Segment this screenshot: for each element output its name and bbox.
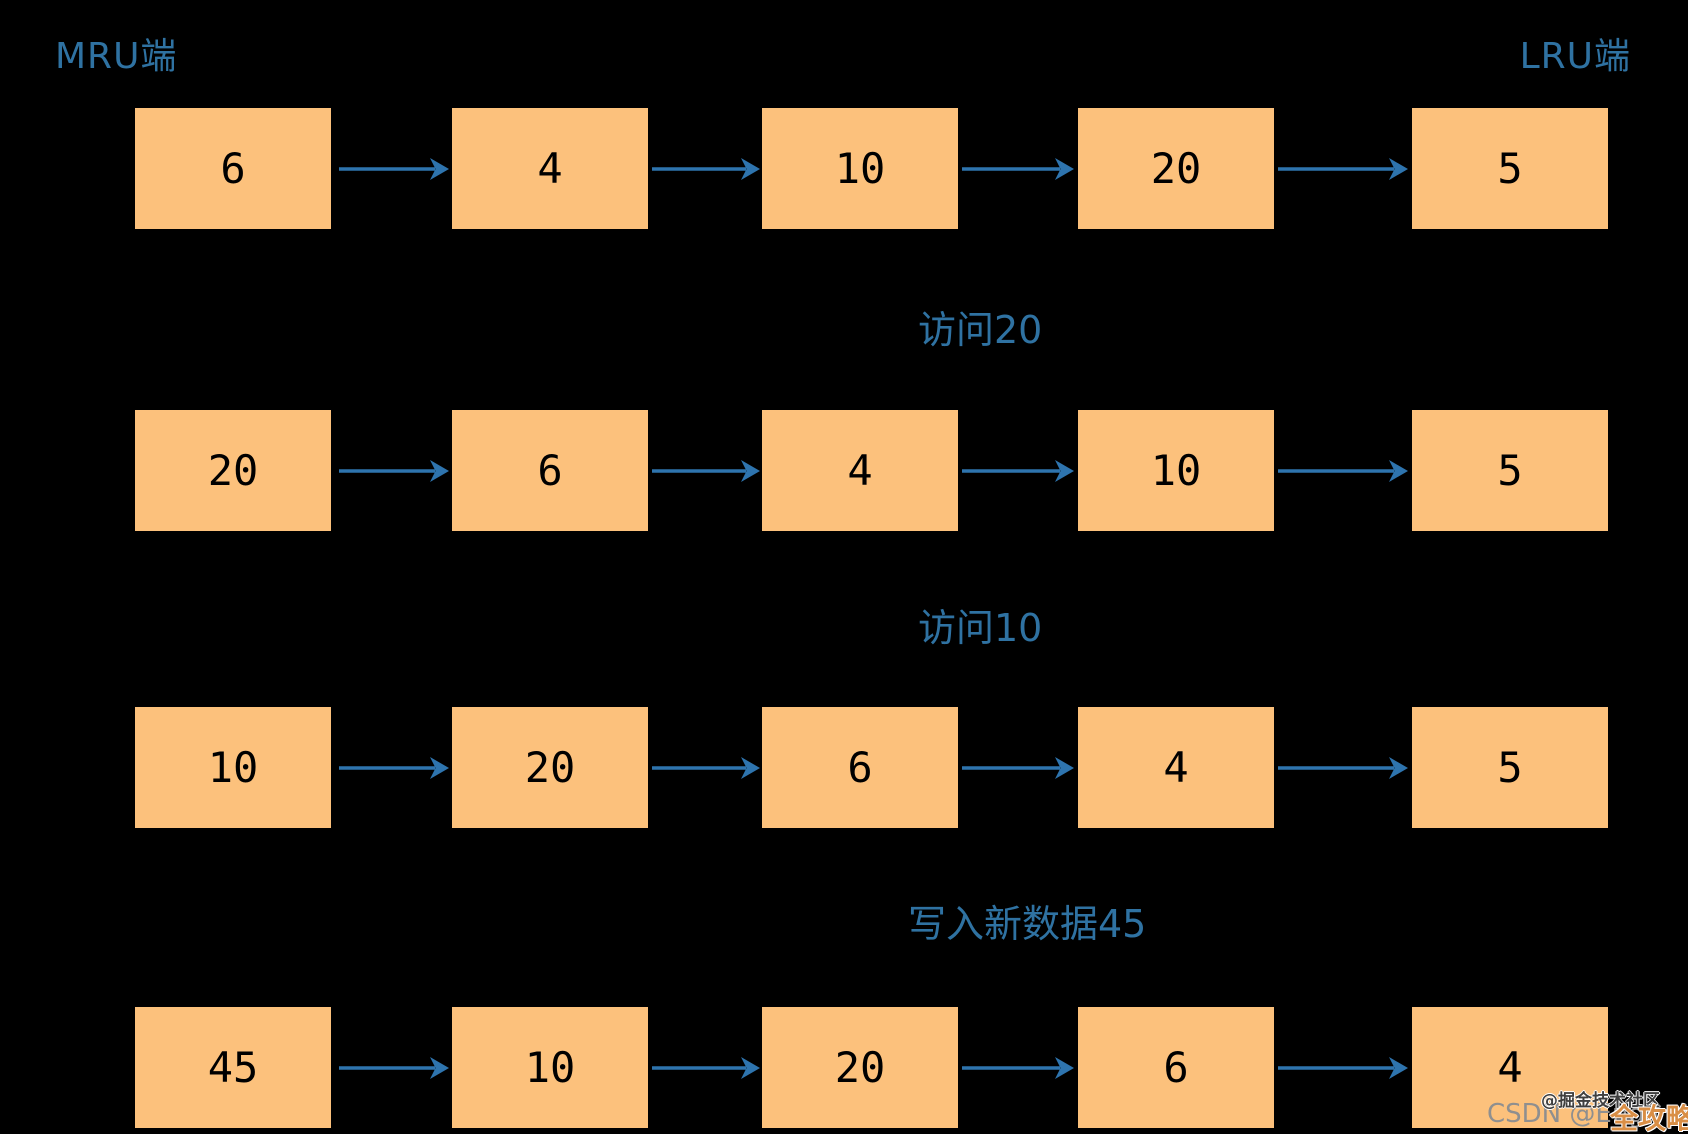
mru-end-label: MRU端 bbox=[55, 36, 178, 77]
cache-node: 20 bbox=[135, 410, 331, 531]
watermark-juejin-community: @掘金技术社区 bbox=[1541, 1091, 1660, 1111]
cache-node: 10 bbox=[135, 707, 331, 828]
arrow-icon bbox=[652, 158, 760, 180]
cache-node: 5 bbox=[1412, 410, 1608, 531]
watermark-csdn-user: CSDN @Engli bbox=[1487, 1099, 1660, 1129]
arrow-icon bbox=[339, 757, 449, 779]
cache-node: 4 bbox=[1078, 707, 1274, 828]
step-caption-access-10: 访问10 bbox=[918, 606, 1043, 650]
arrow-icon bbox=[962, 1057, 1074, 1079]
step-caption-write-45: 写入新数据45 bbox=[908, 902, 1147, 946]
watermark-badge: 全攻略 bbox=[1610, 1102, 1688, 1134]
cache-node: 5 bbox=[1412, 707, 1608, 828]
arrow-icon bbox=[652, 757, 760, 779]
arrow-icon bbox=[339, 1057, 449, 1079]
arrow-icon bbox=[1278, 1057, 1408, 1079]
step-caption-access-20: 访问20 bbox=[918, 308, 1043, 352]
cache-node: 5 bbox=[1412, 108, 1608, 229]
cache-node: 10 bbox=[762, 108, 958, 229]
arrow-icon bbox=[1278, 158, 1408, 180]
cache-node: 4 bbox=[452, 108, 648, 229]
cache-node: 45 bbox=[135, 1007, 331, 1128]
cache-row-after-write-45: 45 10 20 6 4 bbox=[0, 1007, 1688, 1128]
cache-row-after-access-10: 10 20 6 4 5 bbox=[0, 707, 1688, 828]
cache-node: 6 bbox=[1078, 1007, 1274, 1128]
cache-node: 6 bbox=[762, 707, 958, 828]
cache-node: 20 bbox=[1078, 108, 1274, 229]
cache-row-after-access-20: 20 6 4 10 5 bbox=[0, 410, 1688, 531]
arrow-icon bbox=[962, 460, 1074, 482]
cache-node: 4 bbox=[1412, 1007, 1608, 1128]
cache-row-initial: 6 4 10 20 5 bbox=[0, 108, 1688, 229]
arrow-icon bbox=[1278, 460, 1408, 482]
cache-node: 6 bbox=[135, 108, 331, 229]
cache-node: 20 bbox=[762, 1007, 958, 1128]
arrow-icon bbox=[962, 158, 1074, 180]
arrow-icon bbox=[339, 158, 449, 180]
cache-node: 20 bbox=[452, 707, 648, 828]
arrow-icon bbox=[962, 757, 1074, 779]
arrow-icon bbox=[1278, 757, 1408, 779]
cache-node: 4 bbox=[762, 410, 958, 531]
cache-node: 10 bbox=[452, 1007, 648, 1128]
cache-node: 10 bbox=[1078, 410, 1274, 531]
cache-node: 6 bbox=[452, 410, 648, 531]
arrow-icon bbox=[339, 460, 449, 482]
arrow-icon bbox=[652, 1057, 760, 1079]
lru-end-label: LRU端 bbox=[1519, 36, 1631, 77]
arrow-icon bbox=[652, 460, 760, 482]
